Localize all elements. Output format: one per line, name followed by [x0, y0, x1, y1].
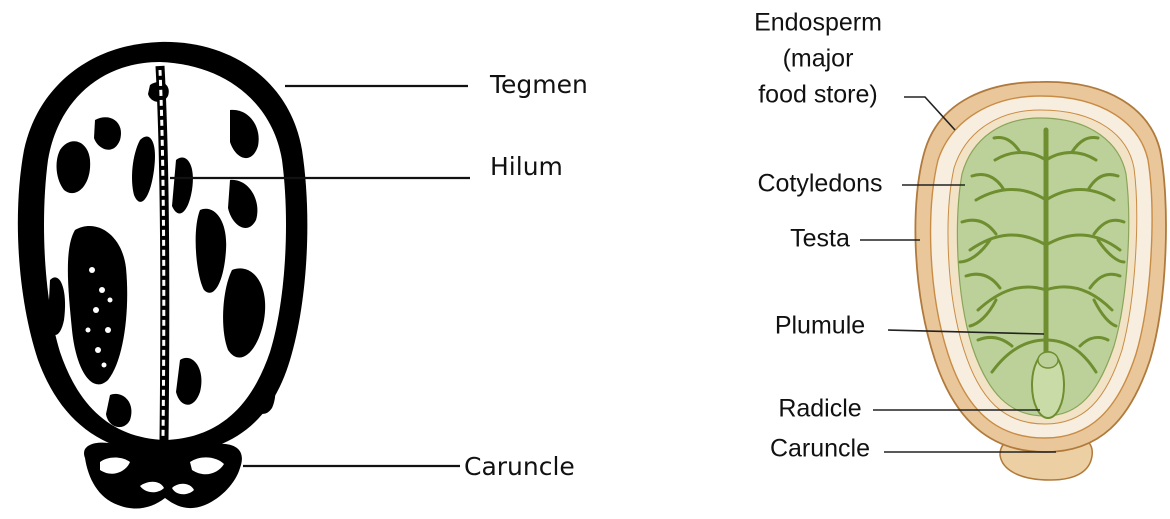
tegmen-label: Tegmen	[489, 70, 588, 99]
left-caruncle-label: Caruncle	[464, 452, 575, 481]
castor-seed-external-figure	[18, 42, 308, 509]
endosperm-label-line3: food store)	[758, 81, 878, 109]
hilum-label: Hilum	[490, 152, 563, 181]
radicle-label: Radicle	[778, 395, 861, 423]
cotyledons-label: Cotyledons	[757, 170, 882, 198]
endosperm-label-line1: Endosperm	[754, 9, 882, 37]
testa-label: Testa	[790, 225, 850, 253]
endosperm-label-line2: (major	[783, 45, 854, 73]
plumule-label: Plumule	[775, 312, 865, 340]
right-caruncle-label: Caruncle	[770, 435, 870, 463]
castor-seed-section-figure	[915, 82, 1166, 480]
